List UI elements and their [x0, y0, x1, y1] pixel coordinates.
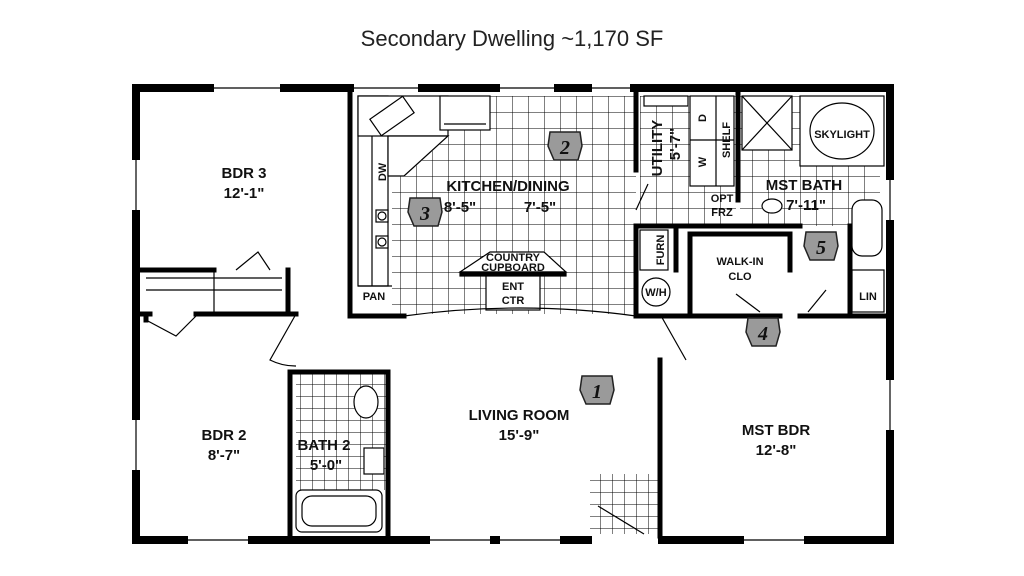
svg-text:4: 4 [757, 323, 768, 345]
utility-dim: 5'-7" [667, 128, 684, 160]
country-cupboard [458, 251, 568, 311]
bath2-dim: 5'-0" [310, 457, 342, 474]
kitchen-counters [357, 95, 491, 287]
bdr3-name: BDR 3 [221, 165, 266, 182]
bdr2-dim: 8'-7" [208, 447, 240, 464]
wh-label: W/H [645, 287, 666, 299]
mst-bath-dim: 7'-11" [786, 197, 826, 214]
svg-text:3: 3 [419, 203, 430, 225]
window-glazing [135, 87, 891, 541]
living-name: LIVING ROOM [469, 407, 570, 424]
entry-tile [590, 474, 660, 536]
kitchen-name: KITCHEN/DINING [446, 178, 569, 195]
bdr2-name: BDR 2 [201, 427, 246, 444]
dryer-label: D [697, 114, 709, 122]
washer-label: W [697, 156, 709, 167]
kitchen-dim1: 8'-5" [444, 199, 476, 216]
ent-label: ENT [502, 281, 524, 293]
door-swings [145, 251, 827, 535]
svg-text:1: 1 [592, 381, 602, 403]
ctr-label: CTR [502, 295, 525, 307]
mechanical [639, 229, 671, 307]
opt-label: OPT [711, 193, 734, 205]
frz-label: FRZ [711, 207, 733, 219]
badge-1: 1 [579, 375, 615, 405]
badge-3: 3 [407, 197, 443, 227]
living-dim: 15'-9" [499, 427, 540, 444]
bath2-name: BATH 2 [297, 437, 350, 454]
bdr3-dim: 12'-1" [224, 185, 265, 202]
mst-bath-fixtures [741, 95, 885, 313]
mst-bath-name: MST BATH [766, 177, 842, 194]
mst-bdr-dim: 12'-8" [756, 442, 797, 459]
pan-label: PAN [363, 291, 385, 303]
dw-label: DW [377, 162, 389, 181]
badge-5: 5 [803, 231, 839, 261]
exterior-wall [132, 84, 894, 544]
bdr3-closet [146, 270, 282, 314]
utility-appliances [635, 95, 735, 211]
utility-name: UTILITY [649, 120, 666, 177]
cupboard-label: CUPBOARD [481, 262, 545, 274]
shelf-label: SHELF [721, 122, 733, 158]
badge-2: 2 [547, 131, 583, 161]
furn-label: FURN [655, 235, 667, 266]
interior-walls [133, 89, 891, 539]
plan-title: Secondary Dwelling ~1,170 SF [360, 26, 664, 51]
lin-label: LIN [859, 291, 877, 303]
entry-door [592, 534, 658, 546]
svg-text:2: 2 [559, 137, 570, 159]
clo-label: CLO [728, 271, 752, 283]
walkin-label: WALK-IN [716, 256, 763, 268]
skylight-label: SKYLIGHT [814, 129, 870, 141]
badge-4: 4 [745, 317, 781, 347]
svg-text:5: 5 [816, 237, 826, 259]
country-label: COUNTRY [486, 252, 541, 264]
kitchen-dim2: 7'-5" [524, 199, 556, 216]
bath2-fixtures [295, 385, 385, 533]
mst-bdr-name: MST BDR [742, 422, 810, 439]
